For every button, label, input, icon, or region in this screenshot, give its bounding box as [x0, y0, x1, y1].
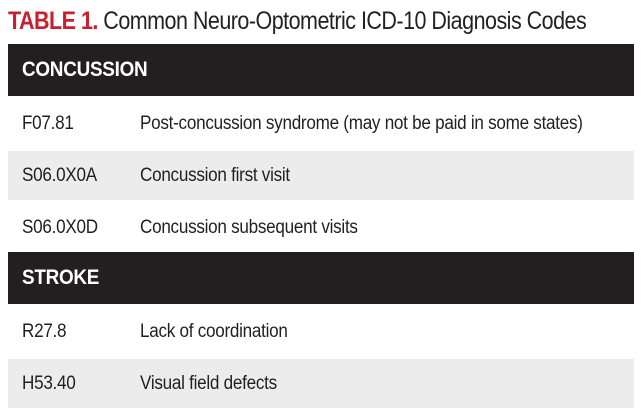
table-row: F07.81 Post-concussion syndrome (may not… [8, 96, 634, 148]
section-header-concussion: CONCUSSION [8, 44, 634, 96]
table-row: H53.40 Visual field defects [8, 356, 634, 408]
description-cell: Visual field defects [140, 372, 277, 394]
code-cell: S06.0X0A [22, 164, 97, 186]
code-cell: H53.40 [22, 372, 76, 394]
table-title-text: Common Neuro-Optometric ICD-10 Diagnosis… [103, 7, 587, 35]
code-cell: S06.0X0D [22, 216, 98, 238]
table-title: TABLE 1. Common Neuro-Optometric ICD-10 … [8, 5, 587, 37]
code-cell: R27.8 [22, 320, 67, 342]
section-heading: STROKE [22, 266, 100, 289]
code-cell: F07.81 [22, 112, 74, 134]
description-cell: Post-concussion syndrome (may not be pai… [140, 112, 583, 134]
table-row: S06.0X0D Concussion subsequent visits [8, 200, 634, 252]
section-header-stroke: STROKE [8, 252, 634, 304]
description-cell: Concussion subsequent visits [140, 216, 358, 238]
description-cell: Concussion first visit [140, 164, 290, 186]
diagnosis-codes-table: CONCUSSION F07.81 Post-concussion syndro… [8, 44, 634, 408]
table-row: S06.0X0A Concussion first visit [8, 148, 634, 200]
section-heading: CONCUSSION [22, 58, 148, 81]
table-title-label: TABLE 1. [8, 7, 98, 35]
description-cell: Lack of coordination [140, 320, 288, 342]
table-row: R27.8 Lack of coordination [8, 304, 634, 356]
